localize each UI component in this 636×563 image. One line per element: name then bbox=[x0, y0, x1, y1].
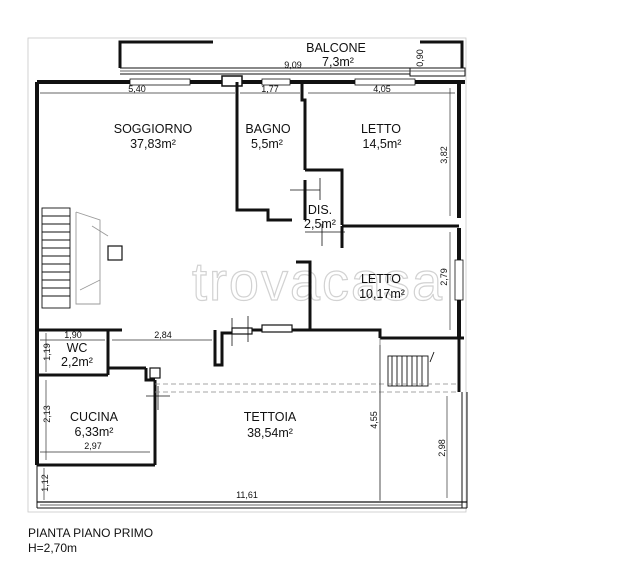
dim-bagno-width: 1,77 bbox=[261, 84, 279, 94]
dim-tettoia-depth: 4,55 bbox=[369, 411, 379, 429]
balcone-area-value: 7,3m² bbox=[322, 55, 354, 69]
dimension-lines bbox=[40, 70, 465, 506]
bagno-area-value: 5,5m² bbox=[251, 137, 283, 151]
soggiorno-area-value: 37,83m² bbox=[130, 137, 176, 151]
watermark-text: trovacasa bbox=[192, 252, 444, 312]
exterior-staircase bbox=[387, 351, 435, 387]
dim-cucina-width: 2,97 bbox=[84, 441, 102, 451]
dim-wc-width: 1,90 bbox=[64, 330, 82, 340]
dim-balcone-width: 9,09 bbox=[284, 60, 302, 70]
right-window bbox=[454, 259, 464, 301]
dim-soggiorno-width: 5,40 bbox=[128, 84, 146, 94]
wc-area-value: 2,2m² bbox=[61, 355, 93, 369]
tettoia-name: TETTOIA bbox=[244, 410, 297, 424]
dim-letto2-depth: 2,79 bbox=[439, 268, 449, 286]
interior-staircase bbox=[41, 207, 109, 309]
wall-details bbox=[107, 245, 293, 379]
dim-balcone-depth: 0,90 bbox=[415, 49, 425, 67]
dim-cucina-depth: 2,13 bbox=[42, 405, 52, 423]
plan-caption-height: H=2,70m bbox=[28, 541, 78, 555]
balcone-area bbox=[118, 40, 466, 77]
dim-letto1-depth: 3,82 bbox=[439, 146, 449, 164]
cucina-area-value: 6,33m² bbox=[75, 425, 114, 439]
dis-area-value: 2,5m² bbox=[304, 217, 336, 231]
dim-tettoia-side: 2,98 bbox=[437, 439, 447, 457]
letto2-area-value: 10,17m² bbox=[359, 287, 405, 301]
dim-bottom-depth: 1,12 bbox=[40, 474, 50, 492]
cucina-name: CUCINA bbox=[70, 410, 119, 424]
bagno-name: BAGNO bbox=[245, 122, 290, 136]
letto1-area-value: 14,5m² bbox=[363, 137, 402, 151]
interior-walls bbox=[37, 82, 464, 465]
wc-name: WC bbox=[67, 341, 88, 355]
tettoia-area-value: 38,54m² bbox=[247, 426, 293, 440]
door-markers bbox=[146, 178, 345, 410]
dim-corridor-width: 2,84 bbox=[154, 330, 172, 340]
tettoia-area bbox=[36, 338, 468, 509]
dim-wc-depth: 1,19 bbox=[42, 343, 52, 361]
balcone-name: BALCONE bbox=[306, 41, 366, 55]
dim-total-width: 11,61 bbox=[236, 490, 258, 500]
dis-name: DIS. bbox=[308, 203, 332, 217]
plan-caption-title: PIANTA PIANO PRIMO bbox=[28, 526, 154, 540]
dim-letto1-width: 4,05 bbox=[373, 84, 391, 94]
soggiorno-name: SOGGIORNO bbox=[114, 122, 193, 136]
letto1-name: LETTO bbox=[361, 122, 401, 136]
letto2-name: LETTO bbox=[361, 272, 401, 286]
top-windows bbox=[129, 75, 416, 87]
